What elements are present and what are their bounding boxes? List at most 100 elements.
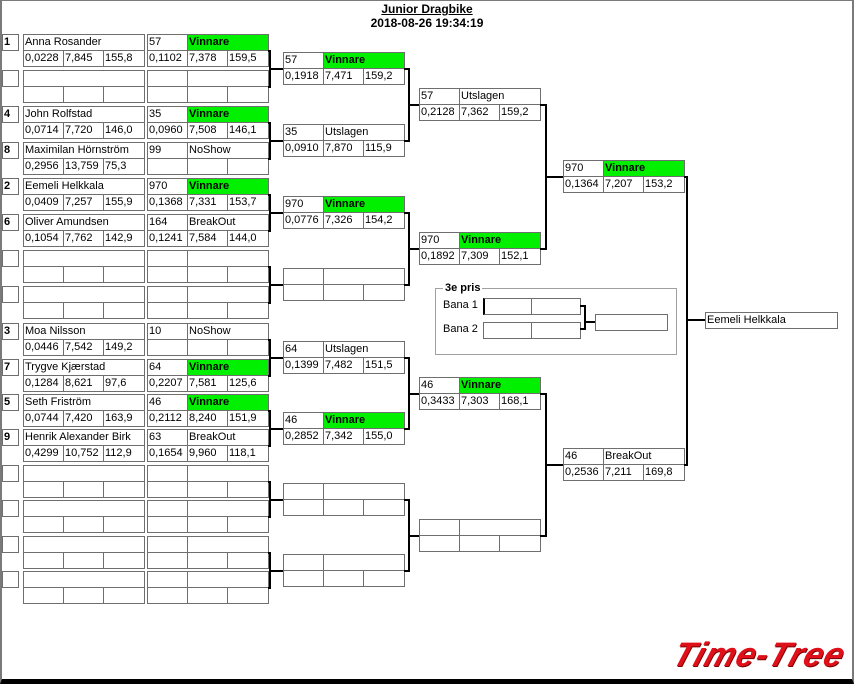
racer-speed[interactable]: 155,9: [103, 194, 145, 211]
racer-et[interactable]: [63, 266, 104, 283]
r1-result-number[interactable]: [147, 465, 188, 482]
racer-name[interactable]: [23, 250, 145, 267]
racer-et[interactable]: 13,759: [63, 158, 104, 175]
r4-result-number[interactable]: 970: [563, 160, 604, 177]
r2-result-number[interactable]: 64: [283, 341, 324, 358]
r1-result-et[interactable]: 7,581: [187, 375, 228, 392]
racer-speed[interactable]: [103, 266, 145, 283]
r2-result-rt[interactable]: [283, 284, 324, 301]
r1-result-rt[interactable]: [147, 552, 188, 569]
r1-result-status[interactable]: [187, 571, 269, 588]
r1-result-status[interactable]: BreakOut: [187, 214, 269, 231]
r3-result-et[interactable]: 7,303: [459, 393, 500, 410]
r1-result-number[interactable]: 10: [147, 323, 188, 340]
r2-result-number[interactable]: 57: [283, 52, 324, 69]
r1-result-speed[interactable]: 151,9: [227, 410, 269, 427]
third-lane2-field2[interactable]: [531, 322, 581, 339]
r1-result-status[interactable]: BreakOut: [187, 429, 269, 446]
r1-result-status[interactable]: [187, 250, 269, 267]
r3-result-status[interactable]: Utslagen: [459, 88, 541, 105]
racer-name[interactable]: [23, 500, 145, 517]
racer-speed[interactable]: [103, 516, 145, 533]
r1-result-et[interactable]: [187, 266, 228, 283]
r1-result-status[interactable]: NoShow: [187, 142, 269, 159]
r1-result-rt[interactable]: 0,1654: [147, 445, 188, 462]
r2-result-et[interactable]: 7,342: [323, 428, 364, 445]
r1-result-rt[interactable]: [147, 339, 188, 356]
racer-rt[interactable]: 0,0744: [23, 410, 64, 427]
r1-result-rt[interactable]: 0,1102: [147, 50, 188, 67]
racer-et[interactable]: [63, 587, 104, 604]
r2-result-number[interactable]: [283, 268, 324, 285]
r1-result-speed[interactable]: 118,1: [227, 445, 269, 462]
racer-name[interactable]: Eemeli Helkkala: [23, 178, 145, 195]
r1-result-status[interactable]: [187, 70, 269, 87]
r1-result-number[interactable]: 99: [147, 142, 188, 159]
racer-rt[interactable]: 0,0714: [23, 122, 64, 139]
r1-result-rt[interactable]: [147, 587, 188, 604]
r2-result-speed[interactable]: [363, 570, 405, 587]
racer-name[interactable]: John Rolfstad: [23, 106, 145, 123]
racer-rt[interactable]: 0,0228: [23, 50, 64, 67]
r1-result-rt[interactable]: [147, 302, 188, 319]
r2-result-speed[interactable]: 115,9: [363, 140, 405, 157]
r3-result-rt[interactable]: 0,3433: [419, 393, 460, 410]
r1-result-rt[interactable]: 0,2112: [147, 410, 188, 427]
racer-rt[interactable]: 0,0446: [23, 339, 64, 356]
racer-name[interactable]: Anna Rosander: [23, 34, 145, 51]
racer-rt[interactable]: [23, 516, 64, 533]
r1-result-number[interactable]: 970: [147, 178, 188, 195]
racer-rt[interactable]: 0,4299: [23, 445, 64, 462]
r1-result-et[interactable]: 7,331: [187, 194, 228, 211]
r1-result-status[interactable]: Vinnare: [187, 394, 269, 411]
racer-et[interactable]: [63, 302, 104, 319]
racer-et[interactable]: 8,621: [63, 375, 104, 392]
r3-result-number[interactable]: 970: [419, 232, 460, 249]
r2-result-et[interactable]: [323, 570, 364, 587]
racer-rt[interactable]: 0,1284: [23, 375, 64, 392]
racer-speed[interactable]: [103, 481, 145, 498]
r1-result-number[interactable]: 35: [147, 106, 188, 123]
r1-result-et[interactable]: [187, 481, 228, 498]
racer-speed[interactable]: 149,2: [103, 339, 145, 356]
r4-result-status[interactable]: BreakOut: [603, 448, 685, 465]
r2-result-status[interactable]: [323, 554, 405, 571]
r3-result-number[interactable]: 57: [419, 88, 460, 105]
r1-result-et[interactable]: [187, 86, 228, 103]
racer-et[interactable]: 7,420: [63, 410, 104, 427]
r3-result-status[interactable]: Vinnare: [459, 232, 541, 249]
r1-result-number[interactable]: [147, 500, 188, 517]
racer-speed[interactable]: [103, 86, 145, 103]
racer-rt[interactable]: [23, 552, 64, 569]
r1-result-et[interactable]: 9,960: [187, 445, 228, 462]
r3-result-et[interactable]: 7,362: [459, 104, 500, 121]
r1-result-number[interactable]: [147, 536, 188, 553]
r2-result-number[interactable]: 46: [283, 412, 324, 429]
r1-result-rt[interactable]: [147, 86, 188, 103]
r1-result-speed[interactable]: [227, 552, 269, 569]
r1-result-speed[interactable]: 153,7: [227, 194, 269, 211]
r1-result-number[interactable]: [147, 250, 188, 267]
r1-result-et[interactable]: [187, 302, 228, 319]
r1-result-speed[interactable]: 125,6: [227, 375, 269, 392]
racer-et[interactable]: [63, 516, 104, 533]
r2-result-rt[interactable]: [283, 570, 324, 587]
racer-et[interactable]: [63, 552, 104, 569]
racer-name[interactable]: [23, 536, 145, 553]
champion-box[interactable]: Eemeli Helkkala: [705, 312, 838, 329]
r1-result-speed[interactable]: 159,5: [227, 50, 269, 67]
racer-speed[interactable]: 97,6: [103, 375, 145, 392]
racer-name[interactable]: Trygve Kjærstad: [23, 359, 145, 376]
r1-result-status[interactable]: [187, 500, 269, 517]
r1-result-rt[interactable]: [147, 516, 188, 533]
r1-result-status[interactable]: Vinnare: [187, 34, 269, 51]
r2-result-et[interactable]: 7,326: [323, 212, 364, 229]
r2-result-speed[interactable]: 151,5: [363, 357, 405, 374]
r2-result-speed[interactable]: 155,0: [363, 428, 405, 445]
r1-result-speed[interactable]: [227, 339, 269, 356]
third-place-winner[interactable]: [595, 314, 668, 331]
r1-result-et[interactable]: [187, 552, 228, 569]
r2-result-status[interactable]: Vinnare: [323, 52, 405, 69]
third-lane1-field1[interactable]: [483, 298, 533, 315]
r1-result-number[interactable]: [147, 286, 188, 303]
